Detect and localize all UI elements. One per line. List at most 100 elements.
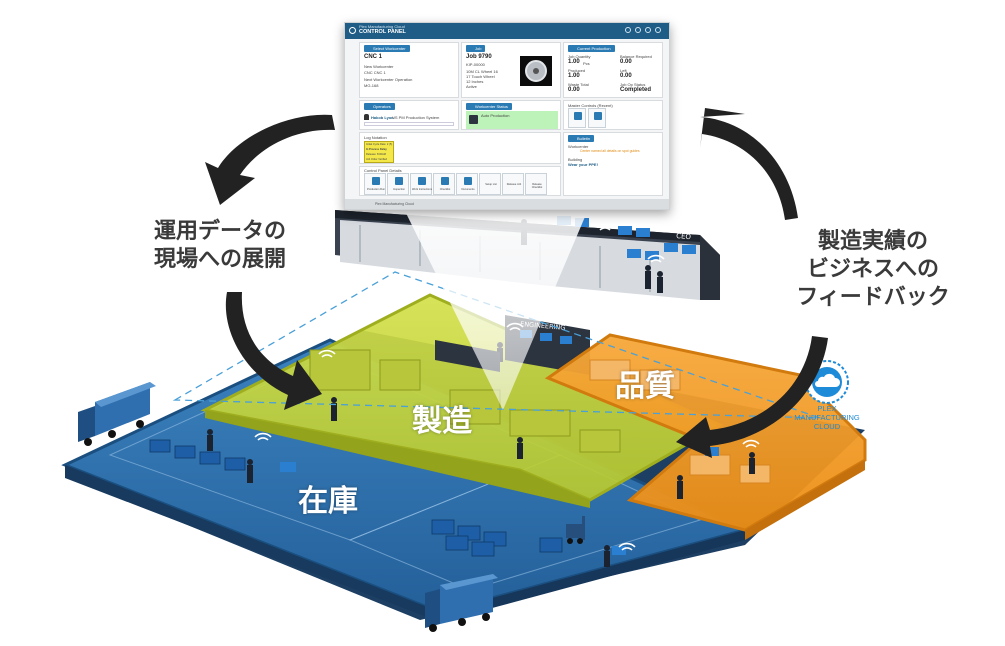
log-card: Log Notation Initial Cycle Rate: 2 (5) I… bbox=[359, 132, 561, 164]
workcenter-row-2: CNC CNC 1 bbox=[364, 70, 386, 75]
workcenter-status-header[interactable]: Workcenter Status bbox=[466, 103, 512, 110]
plex-logo-icon bbox=[349, 27, 356, 34]
alert-line-1: Initial Cycle Rate: 2 (5) bbox=[366, 143, 393, 146]
operator-input[interactable] bbox=[364, 122, 454, 126]
operator-name: Hakob Lyon bbox=[371, 115, 394, 120]
control-button-3-label: Work Instructions bbox=[412, 188, 432, 191]
bulletin-header[interactable]: Bulletin bbox=[568, 135, 595, 142]
home-icon[interactable] bbox=[625, 27, 631, 33]
control-button-2[interactable]: Inspection bbox=[387, 173, 409, 195]
cloud-label-line-1: PLEX bbox=[817, 404, 837, 413]
cloud-label-line-2: MANUFACTURING bbox=[794, 413, 860, 422]
engineering-label: ENGINEERING bbox=[520, 320, 566, 332]
ceo-label: CEO bbox=[676, 232, 692, 241]
control-button-7[interactable]: Release Job bbox=[502, 173, 524, 195]
feedback-caption-line-1: 製造実績の bbox=[817, 229, 928, 254]
alert-line-2: In Process Delay bbox=[366, 148, 387, 151]
control-button-8[interactable]: Release Checklist bbox=[525, 173, 547, 195]
control-button-3[interactable]: Work Instructions bbox=[410, 173, 432, 195]
master-tile-1[interactable] bbox=[568, 108, 586, 128]
panel-footer: Plex Manufacturing Cloud bbox=[345, 199, 669, 209]
control-button-4[interactable]: Checklist bbox=[433, 173, 455, 195]
workcenter-name: CNC 1 bbox=[364, 54, 383, 60]
prod-value-status: Completed bbox=[620, 87, 652, 93]
log-header: Log Notation bbox=[364, 135, 387, 140]
workcenter-status-card: Workcenter Status Auto Production bbox=[461, 100, 561, 130]
deploy-caption: 運用データの 現場への展開 bbox=[130, 218, 310, 274]
deploy-caption-line-1: 運用データの bbox=[153, 219, 286, 244]
left-curved-arrow-icon bbox=[205, 114, 335, 410]
cloud-label-line-3: CLOUD bbox=[813, 422, 841, 431]
prod-unit-job-qty: Pcs bbox=[583, 61, 590, 66]
feedback-caption: 製造実績の ビジネスへの フィードバック bbox=[778, 228, 968, 312]
job-row-2: 10M CL Wheel 16 bbox=[466, 69, 498, 74]
control-buttons-header: Control Panel Details bbox=[364, 168, 402, 173]
panel-title: CONTROL PANEL bbox=[359, 29, 406, 35]
quality-zone-label: 品質 bbox=[615, 369, 675, 404]
control-button-5-label: Documents bbox=[461, 188, 475, 191]
workcenter-row-1: New Workcenter bbox=[364, 64, 394, 69]
current-production-header[interactable]: Current Production bbox=[568, 45, 615, 52]
bulletin-building-label: Building bbox=[568, 157, 583, 162]
prod-label-left: Left bbox=[620, 68, 627, 73]
alert-line-3: Release: 8:00AM bbox=[366, 153, 386, 156]
operator-detail: US PM Production System bbox=[392, 115, 440, 120]
prod-label-balance: Balance Required bbox=[620, 54, 652, 59]
job-row-1: KIP-00000 bbox=[466, 62, 485, 67]
operators-header[interactable]: Operators bbox=[364, 103, 395, 110]
job-card: Job Job 9790 KIP-00000 10M CL Wheel 16 1… bbox=[461, 42, 561, 98]
prod-label-job-qty: Job Quantity bbox=[568, 54, 591, 59]
prod-value-waste: 0.00 bbox=[568, 87, 580, 93]
alert-box: Initial Cycle Rate: 2 (5) In Process Del… bbox=[364, 141, 394, 163]
alert-line-4: Job Order Verified bbox=[366, 158, 387, 161]
job-row-5: Active bbox=[466, 84, 477, 89]
current-production-card: Current Production Job Quantity 1.00 Pcs… bbox=[563, 42, 663, 98]
control-button-1[interactable]: Production Run bbox=[364, 173, 386, 195]
prod-value-left: 0.00 bbox=[620, 73, 632, 79]
machine-icon bbox=[469, 115, 478, 124]
job-name: Job 9790 bbox=[466, 54, 492, 60]
wheel-image bbox=[520, 56, 552, 86]
panel-topbar: Plex Manufacturing Cloud CONTROL PANEL bbox=[345, 23, 669, 39]
settings-icon[interactable] bbox=[645, 27, 651, 33]
control-button-7-label: Release Job bbox=[506, 183, 522, 186]
bulletin-workcenter-msg: Center named all details on spot guides bbox=[580, 149, 640, 153]
panel-app-name: Plex Manufacturing Cloud bbox=[359, 24, 405, 29]
prod-value-job-qty: 1.00 bbox=[568, 59, 580, 65]
right-curved-arrow-icon bbox=[676, 108, 828, 458]
control-buttons-card: Control Panel Details Production Run Ins… bbox=[359, 166, 561, 196]
control-button-2-label: Inspection bbox=[393, 188, 405, 191]
status-panel: Auto Production bbox=[466, 111, 558, 129]
prod-label-status: Job Op Status bbox=[620, 82, 646, 87]
deploy-caption-line-2: 現場への展開 bbox=[153, 247, 286, 272]
manufacturing-zone: ENGINEERING bbox=[200, 293, 724, 508]
cloud-label: PLEX MANUFACTURING CLOUD bbox=[787, 404, 867, 431]
control-button-4-label: Checklist bbox=[439, 188, 451, 191]
operators-card: Operators Hakob Lyon US PM Production Sy… bbox=[359, 100, 459, 130]
feedback-caption-line-2: ビジネスへの bbox=[806, 257, 939, 282]
callout-beam bbox=[402, 205, 590, 410]
select-workcenter-header[interactable]: Select Workcenter bbox=[364, 45, 410, 52]
control-button-5[interactable]: Documents bbox=[456, 173, 478, 195]
purchasing-label: PURCHASING bbox=[608, 216, 654, 228]
status-text: Auto Production bbox=[481, 113, 510, 118]
job-row-4: 12 Inches bbox=[466, 79, 484, 84]
close-icon[interactable] bbox=[655, 27, 661, 33]
manufacturing-zone-label: 製造 bbox=[412, 404, 472, 439]
control-button-6[interactable]: Setup List bbox=[479, 173, 501, 195]
truck-icon bbox=[78, 382, 156, 446]
prod-value-balance: 0.00 bbox=[620, 59, 632, 65]
prod-value-produced: 1.00 bbox=[568, 73, 580, 79]
bulletin-building-msg: Wear your PPE! bbox=[568, 162, 598, 167]
search-icon[interactable] bbox=[635, 27, 641, 33]
job-header[interactable]: Job bbox=[466, 45, 486, 52]
operator-avatar bbox=[364, 114, 369, 120]
prod-label-waste: Waste Total bbox=[568, 82, 589, 87]
master-tile-2[interactable] bbox=[588, 108, 606, 128]
truck-icon bbox=[425, 574, 498, 632]
bulletin-workcenter-label: Workcenter bbox=[568, 144, 589, 149]
control-button-8-label: Release Checklist bbox=[531, 183, 543, 189]
feedback-caption-line-3: フィードバック bbox=[796, 285, 950, 310]
bulletin-card: Bulletin Workcenter Center named all det… bbox=[563, 132, 663, 196]
